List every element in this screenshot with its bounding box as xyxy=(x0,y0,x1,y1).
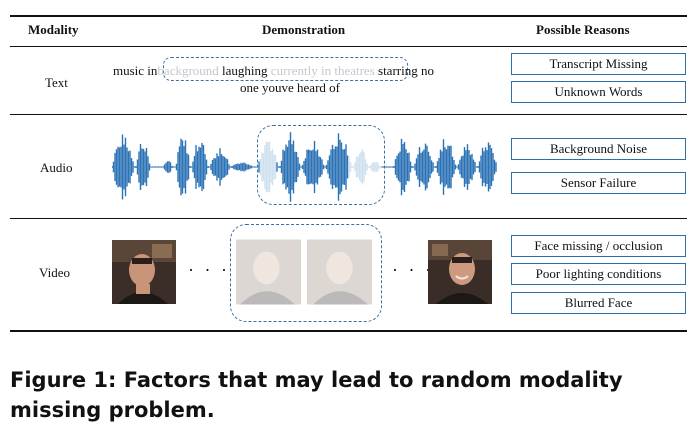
reason-face-missing-occlusion: Face missing / occlusion xyxy=(511,235,686,257)
reason-transcript-missing: Transcript Missing xyxy=(511,53,686,75)
video-frame-missing-2 xyxy=(307,238,372,306)
text-missing-word-1: background xyxy=(157,63,219,78)
figure-caption: Figure 1: Factors that may lead to rando… xyxy=(10,368,623,422)
row-label-audio: Audio xyxy=(40,160,73,175)
row-label-text: Text xyxy=(45,75,68,90)
header-rule xyxy=(10,46,687,47)
video-frame-missing-1 xyxy=(236,238,301,306)
text-line1-start: music in xyxy=(113,63,158,78)
audio-waveform xyxy=(112,132,497,202)
reason-background-noise: Background Noise xyxy=(511,138,686,160)
row-divider-audio-video xyxy=(10,218,687,219)
text-missing-highlight-box xyxy=(163,57,408,81)
video-frame-last xyxy=(428,240,492,304)
header-demonstration: Demonstration xyxy=(262,22,346,37)
video-ellipsis-left: · · · xyxy=(188,260,230,280)
video-ellipsis-right: · · · xyxy=(392,260,434,280)
video-missing-highlight-box xyxy=(230,224,382,322)
header-possible-reasons: Possible Reasons xyxy=(536,22,630,37)
text-missing-word-2: currently in theatres xyxy=(270,63,375,78)
row-label-video: Video xyxy=(39,265,70,280)
reason-unknown-words: Unknown Words xyxy=(511,81,686,103)
text-demo-line-2: one youve heard of xyxy=(240,80,340,95)
row-divider-text-audio xyxy=(10,114,687,115)
table-bottom-rule xyxy=(10,330,687,332)
reason-sensor-failure: Sensor Failure xyxy=(511,172,686,194)
text-demo-line-1: music inbackground laughing currently in… xyxy=(113,63,434,79)
text-middle-word: laughing xyxy=(218,63,271,78)
text-line1-end: starring no xyxy=(374,63,434,78)
audio-missing-highlight-box xyxy=(257,125,385,205)
table-top-rule xyxy=(10,15,687,17)
reason-poor-lighting: Poor lighting conditions xyxy=(511,263,686,285)
video-frame-first xyxy=(112,240,176,304)
reason-blurred-face: Blurred Face xyxy=(511,292,686,314)
header-modality: Modality xyxy=(28,22,79,37)
